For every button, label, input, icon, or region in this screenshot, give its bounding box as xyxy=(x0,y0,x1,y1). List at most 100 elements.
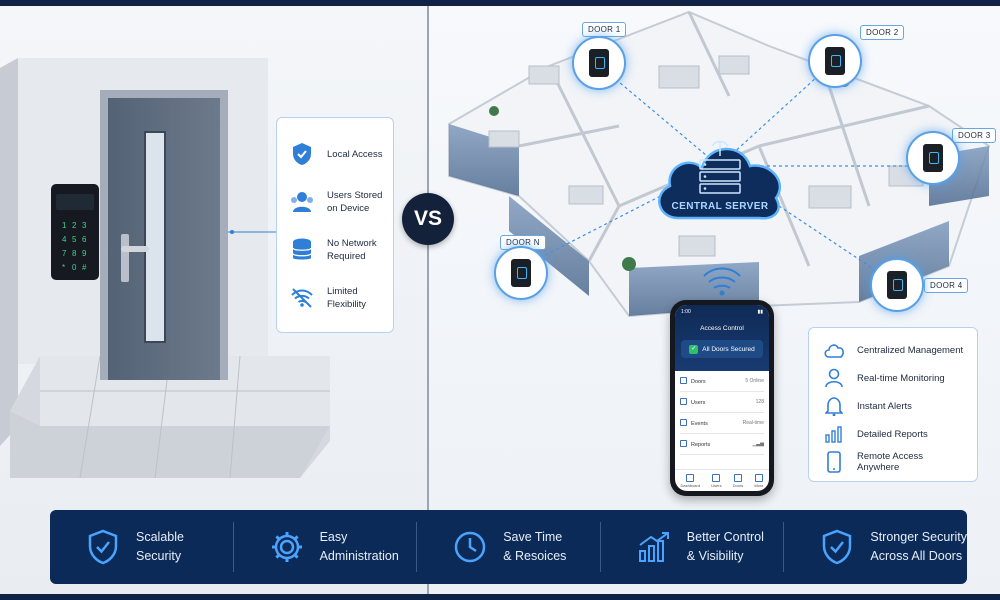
svg-text:8: 8 xyxy=(72,249,77,258)
row-value: 128 xyxy=(755,399,764,405)
local-feature-no-network: No Network Required xyxy=(285,226,385,274)
local-feature-local-access: Local Access xyxy=(285,130,385,178)
phone-app-title: Access Control xyxy=(700,325,744,332)
row-value: 5 Online xyxy=(745,378,764,384)
local-feature-label: Users Stored on Device xyxy=(327,190,383,214)
feature-detailed-reports: Detailed Reports xyxy=(821,420,965,448)
door-node-1[interactable] xyxy=(572,36,626,90)
local-feature-users-stored: Users Stored on Device xyxy=(285,178,385,226)
feature-instant-alerts: Instant Alerts xyxy=(821,392,965,420)
feature-real-time-monitoring: Real-time Monitoring xyxy=(821,364,965,392)
row-label: Users xyxy=(680,398,705,406)
nav-dashboard[interactable]: Dashboard xyxy=(681,474,701,488)
door-node-4[interactable] xyxy=(870,258,924,312)
feature-label: Real-time Monitoring xyxy=(857,372,945,384)
card-reader-icon xyxy=(511,259,531,287)
battery-icon: ▮▮ xyxy=(757,309,763,315)
bell-icon xyxy=(821,396,847,416)
benefit-label: Stronger Security Across All Doors xyxy=(870,530,967,563)
cloud-server-icon xyxy=(658,140,782,220)
shield-check-icon xyxy=(84,529,122,565)
benefit-label: Scalable Security xyxy=(136,530,184,563)
nav-doors[interactable]: Doors xyxy=(733,474,744,488)
wifi-off-icon xyxy=(285,288,319,308)
svg-text:1: 1 xyxy=(62,221,67,230)
wifi-icon xyxy=(703,267,741,289)
cloud-features-box: Centralized Management Real-time Monitor… xyxy=(808,327,978,482)
svg-text:#: # xyxy=(82,263,87,272)
database-icon xyxy=(285,238,319,262)
benefit-better-control: Better Control & Visibility xyxy=(599,522,784,572)
benefit-scalable-security: Scalable Security xyxy=(50,522,233,572)
feature-remote-access: Remote Access Anywhere xyxy=(821,448,965,476)
benefit-label: Save Time & Resoices xyxy=(503,530,567,563)
phone-row-users[interactable]: Users 128 xyxy=(680,392,764,413)
local-feature-limited-flexibility: Limited Flexibility xyxy=(285,274,385,322)
benefit-easy-administration: Easy Administration xyxy=(232,522,417,572)
bottom-border xyxy=(0,594,1000,600)
doors-secured-status: ✓ All Doors Secured xyxy=(681,340,763,358)
local-feature-label: Limited Flexibility xyxy=(327,286,367,310)
cloud-icon xyxy=(821,342,847,358)
feature-label: Instant Alerts xyxy=(857,400,912,412)
card-reader-icon xyxy=(887,271,907,299)
phone-status-time: 1:00 xyxy=(681,309,691,315)
local-feature-label: No Network Required xyxy=(327,238,377,262)
feature-label: Centralized Management xyxy=(857,344,964,356)
row-label: Doors xyxy=(680,377,706,385)
central-server[interactable]: CENTRAL SERVER xyxy=(650,126,790,226)
check-icon: ✓ xyxy=(689,344,699,354)
row-label: Reports xyxy=(680,440,710,448)
svg-text:*: * xyxy=(62,263,65,272)
door-label-4: DOOR 4 xyxy=(924,278,969,293)
svg-text:9: 9 xyxy=(82,249,87,258)
benefit-stronger-security: Stronger Security Across All Doors xyxy=(783,522,967,572)
card-reader-icon xyxy=(923,144,943,172)
benefit-label: Easy Administration xyxy=(319,530,399,563)
phone-row-reports[interactable]: Reports ▁▃▅ xyxy=(680,434,764,455)
nav-more[interactable]: More xyxy=(754,474,763,488)
server-label: CENTRAL SERVER xyxy=(671,201,769,212)
feature-label: Remote Access Anywhere xyxy=(857,451,923,473)
panel-divider xyxy=(427,6,429,594)
row-label: Events xyxy=(680,419,708,427)
clock-icon xyxy=(451,530,489,564)
svg-text:6: 6 xyxy=(82,235,87,244)
phone-row-doors[interactable]: Doors 5 Online xyxy=(680,371,764,392)
svg-text:7: 7 xyxy=(62,249,67,258)
phone-header: 1:00 ▮▮ Access Control ✓ All Doors Secure… xyxy=(675,305,769,371)
svg-text:5: 5 xyxy=(72,235,77,244)
gear-icon xyxy=(268,530,306,564)
row-value: Real-time xyxy=(742,420,764,426)
phone-screen: 1:00 ▮▮ Access Control ✓ All Doors Secure… xyxy=(675,305,769,491)
bar-chart-icon: ▁▃▅ xyxy=(752,441,764,447)
shield-check-icon xyxy=(285,142,319,166)
phone-row-events[interactable]: Events Real-time xyxy=(680,413,764,434)
mobile-app-phone: 1:00 ▮▮ Access Control ✓ All Doors Secure… xyxy=(670,300,774,496)
local-features-box: Local Access Users Stored on Device No N… xyxy=(276,117,394,333)
smartphone-icon xyxy=(821,451,847,473)
users-icon xyxy=(285,191,319,213)
nav-users[interactable]: Users xyxy=(711,474,721,488)
growth-chart-icon xyxy=(635,531,673,563)
bar-chart-icon xyxy=(821,425,847,443)
door-node-n[interactable] xyxy=(494,246,548,300)
card-reader-icon xyxy=(825,47,845,75)
vs-badge: VS xyxy=(402,193,454,245)
svg-text:4: 4 xyxy=(62,235,67,244)
door-label-2: DOOR 2 xyxy=(860,25,905,40)
benefit-save-time: Save Time & Resoices xyxy=(416,522,600,572)
door-label-3: DOOR 3 xyxy=(952,128,997,143)
svg-text:0: 0 xyxy=(72,263,77,272)
user-icon xyxy=(821,368,847,388)
feature-label: Detailed Reports xyxy=(857,428,928,440)
door-label-1: DOOR 1 xyxy=(582,22,627,37)
top-border xyxy=(0,0,1000,6)
local-feature-label: Local Access xyxy=(327,148,383,160)
card-reader-icon xyxy=(589,49,609,77)
feature-centralized-management: Centralized Management xyxy=(821,336,965,364)
door-node-2[interactable] xyxy=(808,34,862,88)
door-node-3[interactable] xyxy=(906,131,960,185)
